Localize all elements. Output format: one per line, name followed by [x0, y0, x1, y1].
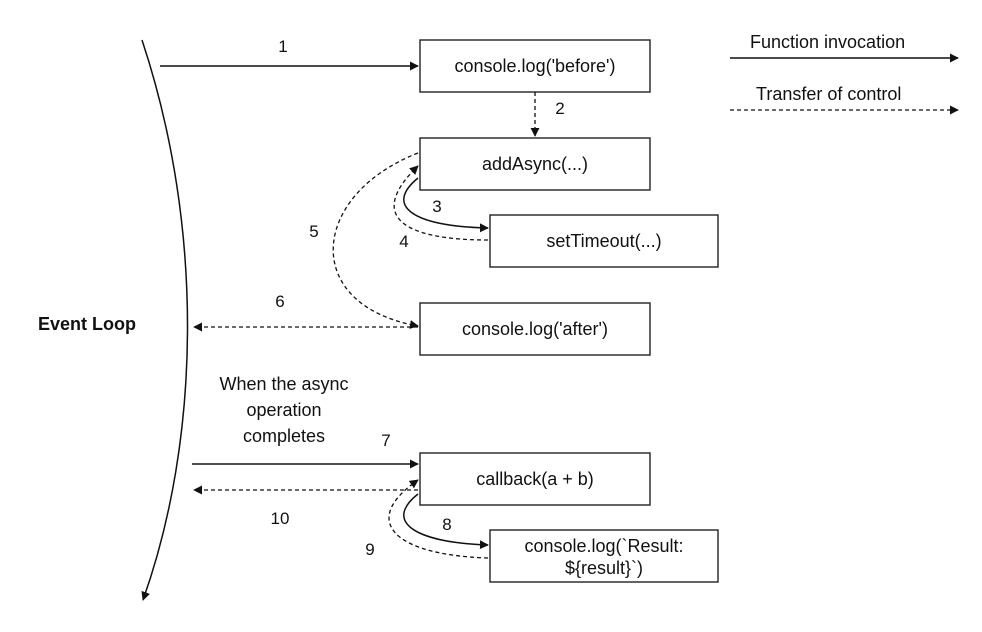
svg-text:setTimeout(...): setTimeout(...) [546, 231, 661, 251]
svg-text:When the async: When the async [219, 374, 348, 394]
arrow-step-9 [388, 479, 489, 559]
svg-text:addAsync(...): addAsync(...) [482, 154, 588, 174]
legend-function-invocation-label: Function invocation [750, 32, 905, 52]
arrow-step-4 [393, 165, 489, 241]
step-label-10: 10 [271, 509, 290, 528]
step-label-6: 6 [275, 292, 284, 311]
svg-text:${result}`): ${result}`) [565, 558, 643, 578]
step-label-1: 1 [278, 37, 287, 56]
svg-text:callback(a + b): callback(a + b) [476, 469, 594, 489]
svg-text:completes: completes [243, 426, 325, 446]
step-label-7: 7 [381, 431, 390, 450]
arrow-step-8 [403, 493, 489, 550]
step-label-5: 5 [309, 222, 318, 241]
box-console-log-after: console.log('after') [419, 302, 651, 356]
event-loop-label: Event Loop [38, 314, 136, 334]
box-set-timeout: setTimeout(...) [489, 214, 719, 268]
step-label-4: 4 [399, 232, 408, 251]
svg-text:console.log(`Result:: console.log(`Result: [524, 536, 683, 556]
async-completion-note: When the async operation completes [219, 374, 348, 446]
box-console-log-result: console.log(`Result: ${result}`) [489, 529, 719, 583]
box-console-log-before: console.log('before') [419, 39, 651, 93]
svg-text:console.log('after'): console.log('after') [462, 319, 608, 339]
step-label-2: 2 [555, 99, 564, 118]
box-add-async: addAsync(...) [419, 137, 651, 191]
event-loop-arrow [141, 39, 189, 601]
svg-text:console.log('before'): console.log('before') [455, 56, 616, 76]
step-label-3: 3 [432, 197, 441, 216]
arrow-step-3 [403, 177, 489, 233]
legend-transfer-of-control-label: Transfer of control [756, 84, 901, 104]
step-label-8: 8 [442, 515, 451, 534]
arrow-step-5 [332, 152, 419, 330]
step-label-9: 9 [365, 540, 374, 559]
svg-text:operation: operation [246, 400, 321, 420]
box-callback: callback(a + b) [419, 452, 651, 506]
